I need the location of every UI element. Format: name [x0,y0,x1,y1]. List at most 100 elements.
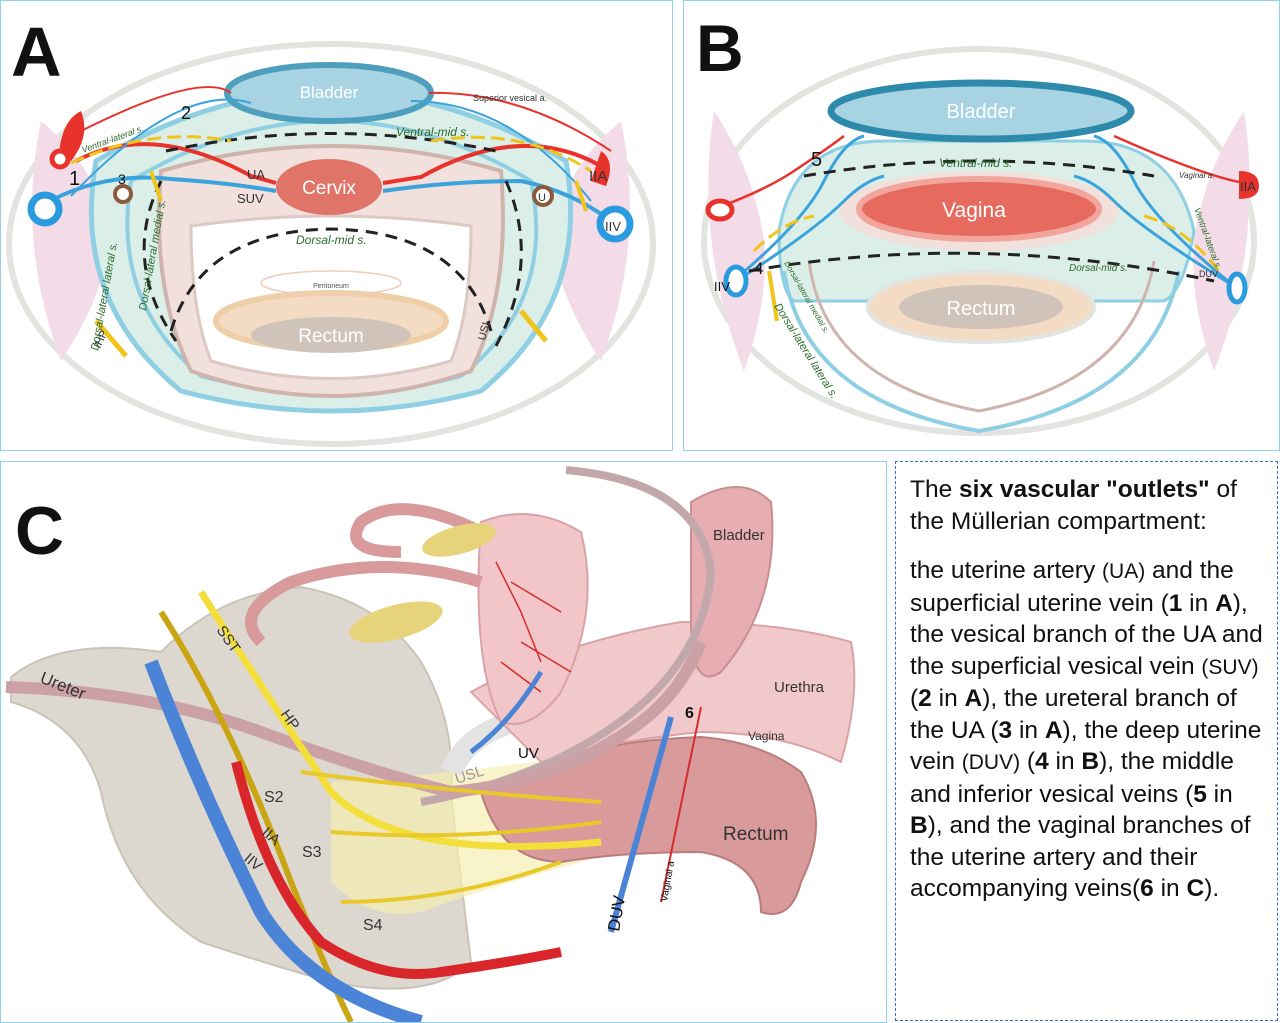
peritoneum-ring [260,270,402,296]
marker-1: 1 [69,168,80,190]
panel-a: A Bladder Cervix Rectum Peritoneum UA SU… [0,0,673,451]
legend-intro: The six vascular "outlets" of the Müller… [910,474,1265,537]
ua-right [382,143,602,185]
legend-bold: A [1215,589,1233,617]
legend-text: in [1048,748,1082,775]
legend-text: ( [910,685,919,712]
uterine-artery-tree [495,561,572,693]
vaginal-a-right [1113,134,1245,185]
marker-2: 2 [181,103,191,123]
uv-vein [469,670,544,754]
legend-text: ), the middle and inferior vesical veins… [910,748,1234,808]
legend-text: The [910,476,960,503]
legend-text: ), and the vaginal branches of the uteri… [910,812,1251,902]
rectum-c [479,735,817,915]
vein-right-b2 [1073,174,1235,288]
tube-upper [350,503,484,558]
nerve-right-upper [430,135,592,173]
iia-artery [231,760,562,979]
sup-vesical-right [428,91,612,152]
s3-root [330,820,602,838]
legend-text: in [1206,780,1233,808]
legend-abbr: (DUV) [961,751,1021,774]
legend-text: in [1012,716,1045,744]
ventral-mid-label: Ventral-mid s. [396,125,470,139]
marker-6: 6 [685,705,694,722]
cervix [276,159,382,215]
ureter-right [532,185,554,207]
legend-text: in [931,685,965,712]
iia-right-b [1239,171,1259,199]
legend-bold: B [1081,748,1100,775]
dorsal-mid-label-b: Dorsal-mid s. [1069,263,1128,274]
sup-vesical-left [80,86,232,132]
iia-label-b: IIA [1240,179,1256,194]
s3-label: S3 [302,844,322,861]
legend-text: ), the deep uterine vein [910,716,1262,776]
bladder-label-b: Bladder [947,101,1016,123]
duv-vein [608,716,674,933]
vagina [856,176,1102,242]
vaginal-artery-c [660,706,702,903]
ihp-left [94,319,128,358]
nerve-right-b [1143,214,1221,272]
ihp-right [519,309,548,343]
nerve-left-b [752,214,815,253]
vaginal-a-label-c: Vaginal a [659,860,677,903]
nerve-left-upper [70,135,232,165]
nerve-left-low-b [767,270,779,322]
ventral-mid-septum [165,132,497,153]
panel-b-letter: B [696,11,744,85]
panel-c-diagram: C Bladder Urethra Vagina Rectum Ureter S… [5,466,856,1022]
vein-right-b1 [1093,134,1235,288]
nerve-left-mid [149,170,163,202]
legend-text: and the superficial uterine vein ( [910,557,1234,617]
dorsal-mid-b [748,251,1215,283]
nerve-right-mid [574,180,588,212]
vaginal-a-label-b: Vaginal a. [1179,171,1214,180]
vein-left-b2 [738,174,885,281]
left-wall-b [708,111,765,371]
duv-label-b: DUV [1199,269,1218,279]
duv-label-c: DUV [604,893,629,932]
legend-text: ( [1020,748,1036,775]
uv-label: UV [518,745,539,762]
vagina-label: Vagina [942,199,1006,222]
iiv-right-b [1226,271,1248,305]
s4-root [340,860,562,904]
u-label: U [538,192,546,204]
legend-text: the uterine artery [910,557,1103,584]
rectum-label-b: Rectum [947,298,1016,320]
legend-bold: A [1044,716,1063,744]
iiv-label-b: IIV [714,279,730,294]
fascia-outer-b [782,270,1181,434]
legend-text: ), the vesical branch of the UA and the … [910,589,1263,680]
vagina-label-c: Vagina [748,729,785,743]
rectum-lumen-b [899,285,1063,329]
dorsal-lateral-medial-right [494,180,523,347]
legend-bold: six vascular "outlets" [959,476,1210,503]
iia-left-stub [59,111,85,161]
right-wall-b [1193,111,1250,371]
marker-5: 5 [811,149,822,171]
panel-a-letter: A [11,13,62,91]
legend-bold: C [1186,875,1205,902]
legend-body: the uterine artery (UA) and the superfic… [910,555,1265,905]
iiv-right-circle [596,205,634,243]
s2-label: S2 [264,789,284,806]
rectum-lumen [251,317,411,353]
legend-text: ), the ureteral branch of the UA ( [910,685,1237,744]
s2-root [300,770,602,804]
bladder-label: Bladder [300,83,359,102]
dorsal-mid-septum [169,227,493,332]
iiv-vein [144,659,423,1022]
legend-bold: 6 [1140,875,1154,902]
legend-text: of the Müllerian compartment: [910,476,1237,535]
artery-left-b [713,134,845,211]
iiv-label: IIV [605,219,621,234]
ventral-mid-label-b: Ventral-mid s. [939,156,1013,170]
legend-bold: 1 [1168,589,1183,617]
tube-lower [245,561,483,647]
legend-text: in [1153,875,1187,902]
panel-b-diagram: B Bladder Vagina Rectum IIA IIV DUV Vagi… [696,11,1259,436]
